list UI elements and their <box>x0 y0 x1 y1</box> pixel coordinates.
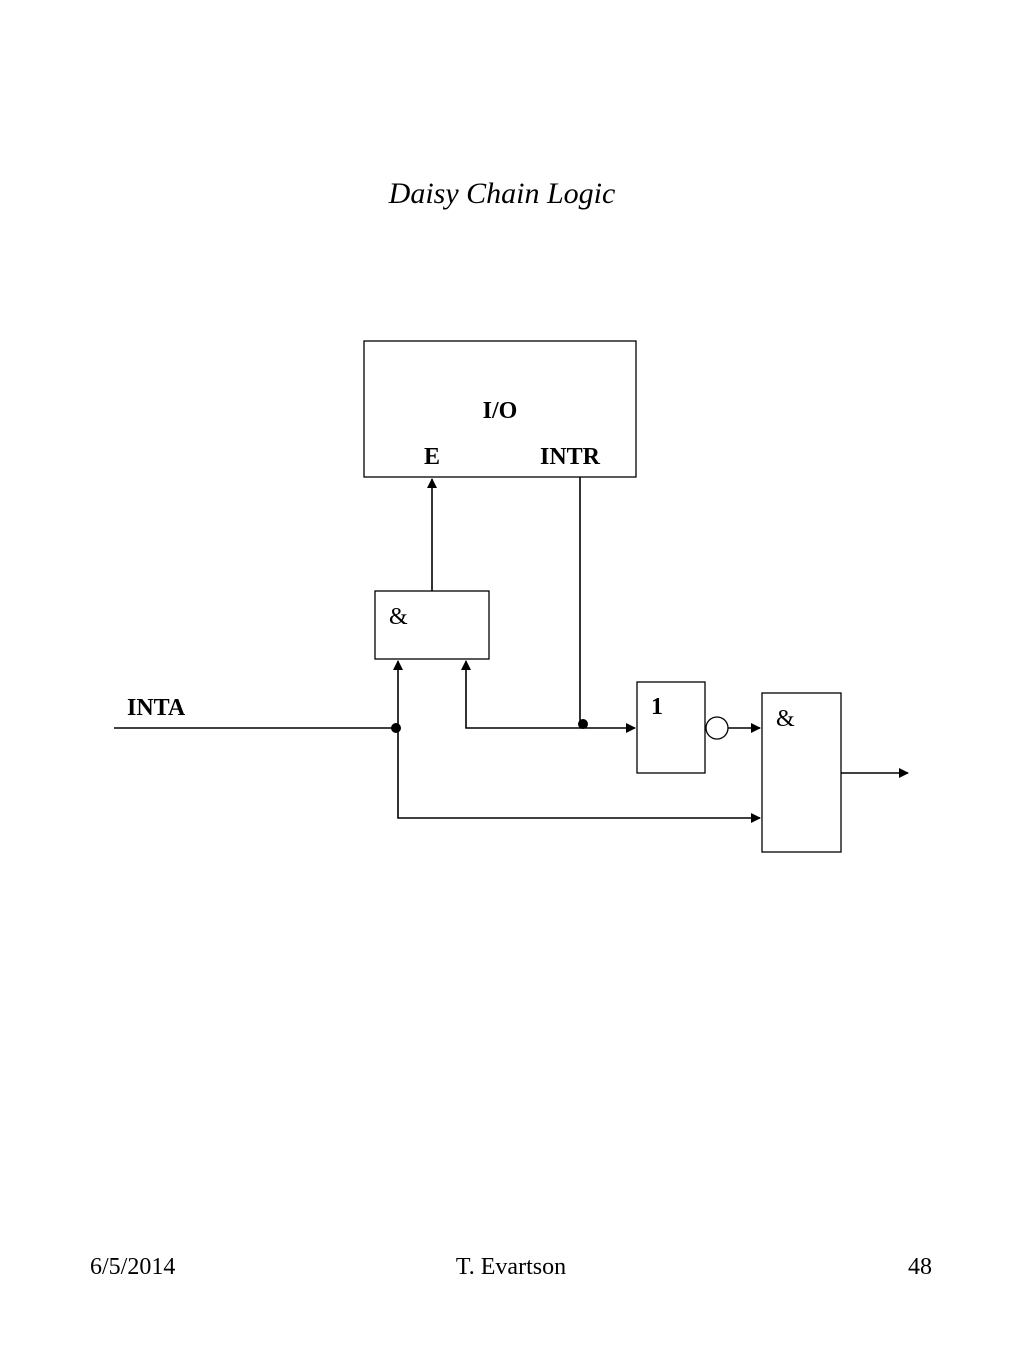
and-gate-top-label: & <box>389 604 408 630</box>
and-gate-right: & <box>761 692 842 853</box>
junction-dot-intr <box>578 719 588 729</box>
wire-intr-to-and <box>461 660 583 729</box>
junction-dot-inta <box>391 723 401 733</box>
wire-inta-to-right-and <box>397 728 761 823</box>
intr-port-label: INTR <box>540 444 601 470</box>
io-label: I/O <box>483 398 518 424</box>
slide-title: Daisy Chain Logic <box>388 177 616 210</box>
and-gate-right-label: & <box>776 706 795 732</box>
footer-page-number: 48 <box>908 1254 932 1280</box>
and-gate-top: & <box>374 590 490 660</box>
io-block: I/O E INTR <box>363 340 637 478</box>
footer-author: T. Evartson <box>455 1254 567 1280</box>
inta-label: INTA <box>127 695 186 721</box>
enable-port-label: E <box>424 444 440 470</box>
or-gate-label: 1 <box>651 694 663 720</box>
inverter-bubble <box>705 716 729 740</box>
or-gate: 1 <box>636 681 706 774</box>
footer-date: 6/5/2014 <box>90 1254 176 1280</box>
